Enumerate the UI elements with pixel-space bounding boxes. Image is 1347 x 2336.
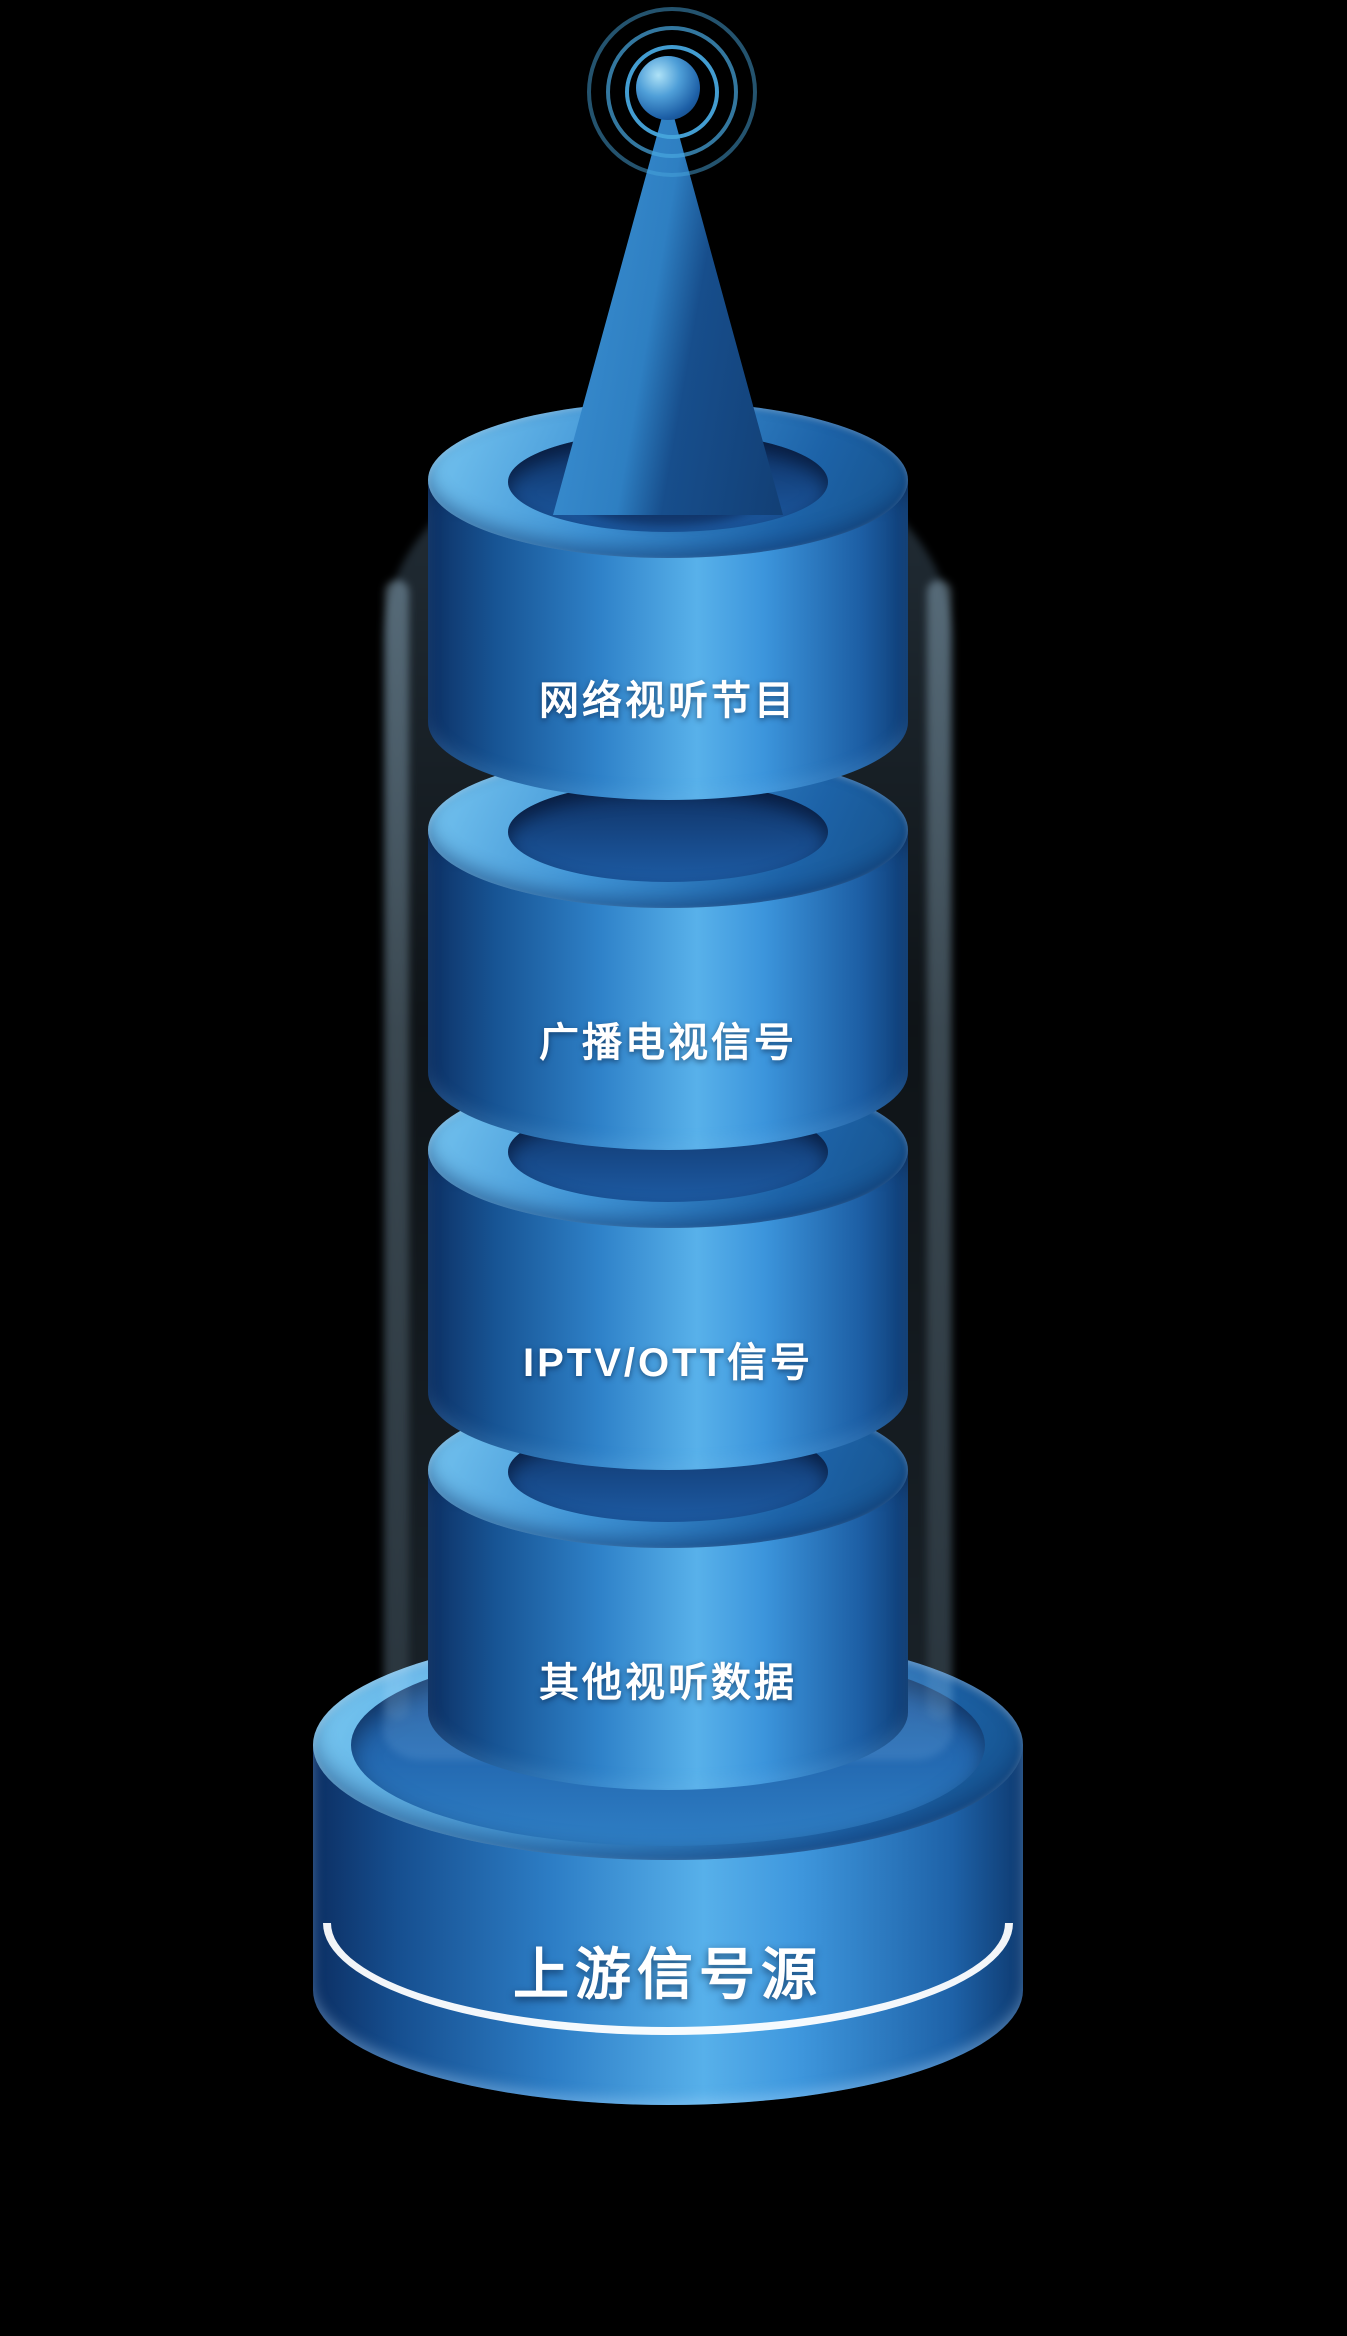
antenna-broadcast-icon — [428, 0, 908, 540]
base-label: 上游信号源 — [513, 1943, 823, 2006]
layer-label: 网络视听节目 — [539, 679, 797, 723]
layer-label: IPTV/OTT信号 — [523, 1341, 813, 1385]
antenna-sphere — [636, 56, 700, 120]
signal-ring-icon — [587, 7, 757, 177]
layer-label: 广播电视信号 — [539, 1021, 797, 1065]
signal-ring-icon — [625, 45, 719, 139]
signal-ring-icon — [606, 26, 738, 158]
cylinder-layer-4: 其他视听数据 — [428, 1392, 908, 1872]
layer-label: 其他视听数据 — [539, 1661, 797, 1705]
